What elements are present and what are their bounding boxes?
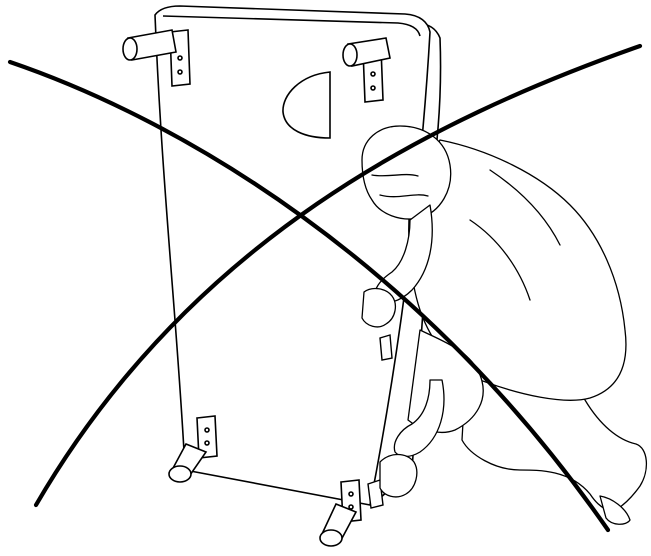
person-head	[362, 126, 451, 219]
screw-hole	[178, 70, 182, 74]
clip-upper	[380, 335, 392, 360]
person-upper-hand	[362, 289, 395, 327]
screw-hole	[371, 86, 375, 90]
person-lower-hand	[380, 455, 417, 497]
screw-hole	[371, 72, 375, 76]
screw-hole	[205, 441, 209, 445]
screw-hole	[205, 428, 209, 432]
screw-hole	[349, 492, 353, 496]
screw-hole	[178, 56, 182, 60]
screw-hole	[349, 505, 353, 509]
